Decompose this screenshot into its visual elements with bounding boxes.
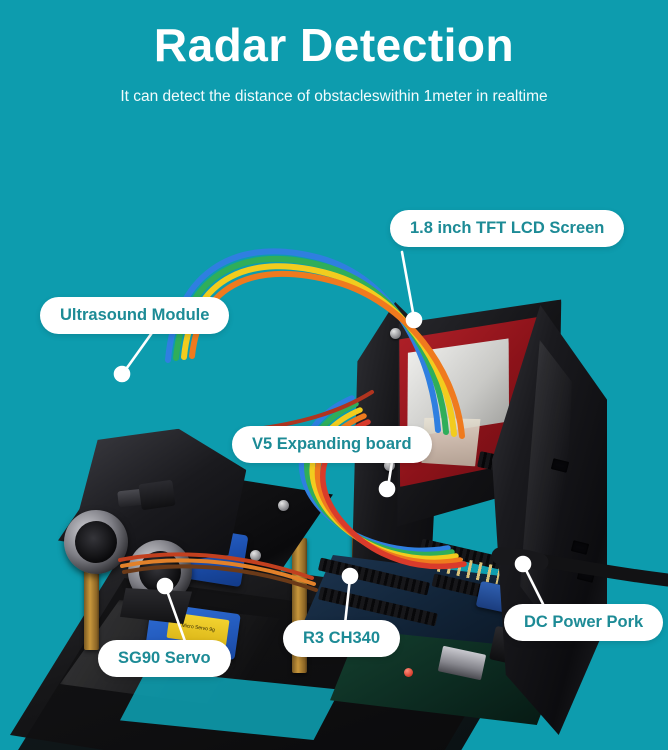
page-subtitle: It can detect the distance of obstaclesw… bbox=[120, 88, 548, 105]
screw bbox=[278, 500, 289, 511]
callout-dc-power-pork[interactable]: DC Power Pork bbox=[504, 604, 664, 641]
callout-sg90-servo[interactable]: SG90 Servo bbox=[98, 640, 231, 677]
callout-r3-ch340[interactable]: R3 CH340 bbox=[283, 620, 401, 657]
product-photo: Micro Servo 9g bbox=[0, 130, 668, 750]
screw bbox=[250, 550, 261, 561]
callout-ultrasound-module[interactable]: Ultrasound Module bbox=[40, 297, 230, 334]
ultrasonic-pin-header bbox=[138, 479, 176, 511]
page-title: Radar Detection bbox=[153, 19, 515, 71]
screw bbox=[390, 328, 401, 339]
power-led bbox=[404, 668, 413, 677]
callout-v5-expanding-board[interactable]: V5 Expanding board bbox=[232, 426, 432, 463]
callout-tft-lcd-screen[interactable]: 1.8 inch TFT LCD Screen bbox=[390, 210, 625, 247]
